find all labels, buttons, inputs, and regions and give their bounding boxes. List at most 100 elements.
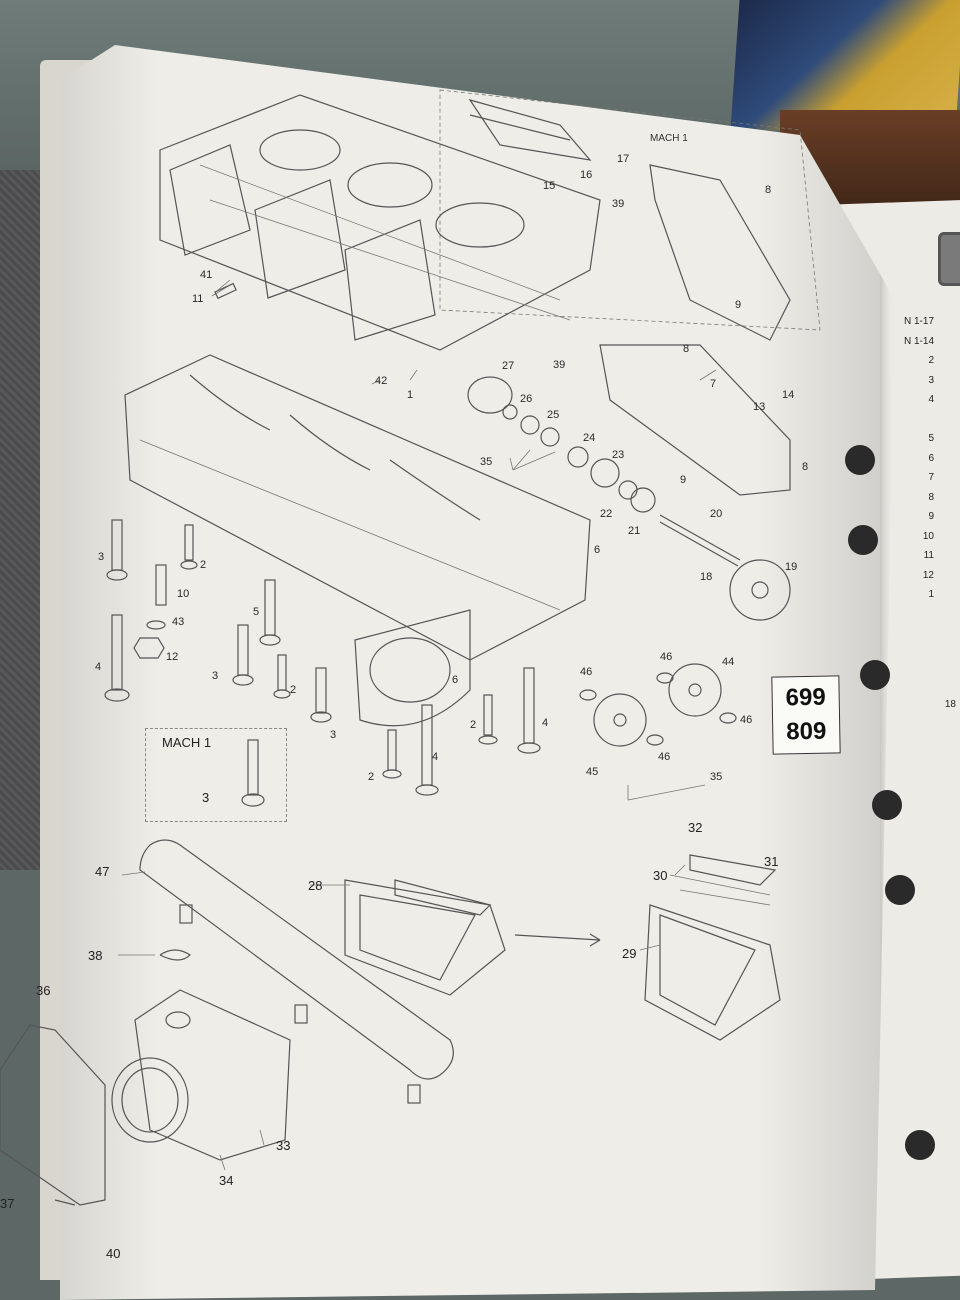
list-item: 7 xyxy=(928,472,934,483)
list-item: 1 xyxy=(928,589,934,600)
callout-18: 18 xyxy=(700,571,712,583)
callout-2: 2 xyxy=(200,559,206,571)
list-item: 18 xyxy=(944,698,956,710)
callout-46: 46 xyxy=(658,751,670,763)
intake-assembly-drawing xyxy=(0,839,781,1206)
lower-crankcase-drawing xyxy=(124,354,591,727)
binder-hole xyxy=(860,660,890,690)
list-item: 6 xyxy=(928,452,934,464)
list-item: 8 xyxy=(928,491,934,503)
callout-2: 2 xyxy=(470,719,476,731)
mach1-variant-box xyxy=(145,728,287,822)
callout-9: 9 xyxy=(680,474,686,486)
callout-12: 12 xyxy=(166,651,178,663)
callout-37: 37 xyxy=(0,1196,14,1211)
callout-4: 4 xyxy=(95,661,101,673)
callout-22: 22 xyxy=(600,508,612,520)
callout-15: 15 xyxy=(543,180,555,192)
callout-11: 11 xyxy=(192,293,203,305)
callout-34: 34 xyxy=(219,1173,233,1188)
callout-3: 3 xyxy=(330,729,336,741)
binder-hole xyxy=(885,875,915,905)
model-code-line1: 699 xyxy=(785,683,826,712)
callout-46: 46 xyxy=(740,714,752,726)
callout-28: 28 xyxy=(308,878,322,893)
callout-39: 39 xyxy=(553,359,565,371)
callout-1: 1 xyxy=(407,389,413,401)
callout-45: 45 xyxy=(586,766,598,778)
bolt-group xyxy=(104,282,541,807)
page-tab-marker xyxy=(938,232,960,286)
callout-31: 31 xyxy=(764,854,778,869)
callout-9: 9 xyxy=(735,299,741,311)
callout-17: 17 xyxy=(617,153,629,165)
callout-4: 4 xyxy=(432,751,438,763)
list-item: 2 xyxy=(928,355,934,366)
callout-8: 8 xyxy=(765,184,771,196)
list-item: 5 xyxy=(928,433,934,444)
list-item: 10 xyxy=(922,530,934,542)
callout-3: 3 xyxy=(98,551,104,563)
list-item: 3 xyxy=(928,374,934,386)
callout-labels: 1 2 2 2 2 3 3 3 3 4 4 4 5 6 6 7 8 8 8 9 … xyxy=(0,153,808,1261)
binder-hole xyxy=(872,790,902,820)
callout-8: 8 xyxy=(802,461,808,473)
callout-2: 2 xyxy=(290,684,296,696)
callout-38: 38 xyxy=(88,948,102,963)
callout-39: 39 xyxy=(612,198,624,210)
callout-27: 27 xyxy=(502,360,514,372)
callout-41: 41 xyxy=(200,269,212,281)
binder-hole xyxy=(848,525,878,555)
callout-4: 4 xyxy=(542,717,548,729)
leader-lines xyxy=(118,279,717,1171)
list-item: 4 xyxy=(928,394,934,405)
model-code-line2: 809 xyxy=(786,717,827,746)
callout-7: 7 xyxy=(710,378,716,390)
callout-29: 29 xyxy=(622,946,636,961)
mach1-label: MACH 1 xyxy=(162,735,212,750)
shaft-assembly-drawing xyxy=(467,98,791,801)
binder-hole xyxy=(905,1130,935,1160)
callout-25: 25 xyxy=(547,409,559,421)
callout-47: 47 xyxy=(95,864,109,879)
mach1-top-label: MACH 1 xyxy=(650,133,688,144)
callout-19: 19 xyxy=(785,561,797,573)
callout-24: 24 xyxy=(583,432,595,444)
callout-36: 36 xyxy=(36,983,50,998)
callout-16: 16 xyxy=(580,169,592,181)
callout-30: 30 xyxy=(653,868,667,883)
callout-46: 46 xyxy=(580,666,592,678)
mach1-region-outline xyxy=(439,89,821,331)
binder-hole xyxy=(845,445,875,475)
callout-6: 6 xyxy=(594,544,600,556)
callout-2: 2 xyxy=(368,771,374,783)
callout-43: 43 xyxy=(172,616,184,628)
adjacent-page-parts-list: N 1-174 N 1-144 2 3 4 5 6 7 8 9 10 11 12… xyxy=(886,312,960,714)
upper-crankcase-drawing xyxy=(159,94,601,351)
callout-10: 10 xyxy=(177,588,189,600)
callout-32: 32 xyxy=(688,820,702,835)
callout-44: 44 xyxy=(722,656,734,668)
list-item: 12 xyxy=(922,569,934,581)
model-code-box: 699 809 xyxy=(771,675,841,755)
callout-35: 35 xyxy=(480,456,492,468)
callout-14: 14 xyxy=(782,389,794,401)
callout-5: 5 xyxy=(253,606,259,618)
callout-40: 40 xyxy=(106,1246,120,1261)
callout-6: 6 xyxy=(452,674,458,686)
callout-3: 3 xyxy=(212,670,218,682)
callout-46: 46 xyxy=(660,651,672,663)
list-item: 9 xyxy=(928,511,934,522)
callout-20: 20 xyxy=(710,508,722,520)
callout-42: 42 xyxy=(375,375,387,387)
callout-13: 13 xyxy=(753,401,765,413)
callout-23: 23 xyxy=(612,449,624,461)
list-item: N 1-144 xyxy=(903,335,934,347)
callout-26: 26 xyxy=(520,393,532,405)
callout-21: 21 xyxy=(628,525,640,537)
callout-33: 33 xyxy=(276,1138,290,1153)
callout-8: 8 xyxy=(683,343,689,355)
callout-35: 35 xyxy=(710,771,722,783)
list-item: N 1-174 xyxy=(903,316,934,327)
